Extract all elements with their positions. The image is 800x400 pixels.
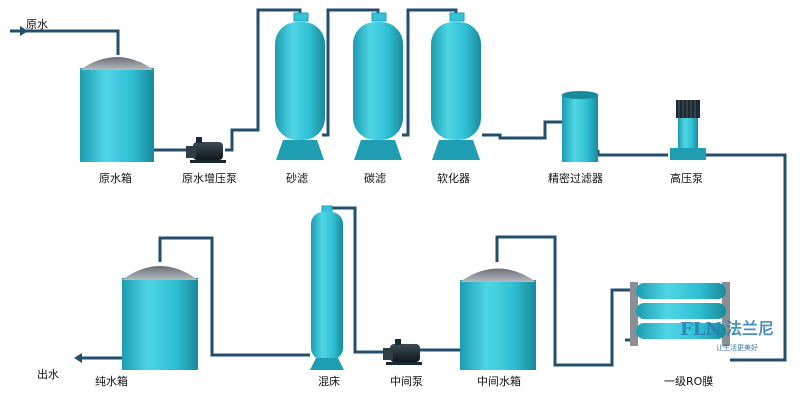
- sand-filter-vessel: [275, 12, 325, 160]
- mixed-bed-vessel: [310, 205, 344, 370]
- watermark-cn: 法兰尼: [726, 319, 774, 338]
- brand-watermark: FLN 法兰尼 让生活更美好: [680, 319, 774, 352]
- label-raw-water-tank: 原水箱: [99, 171, 132, 185]
- pipe-softener-to-precision: [482, 120, 565, 140]
- intermediate-pump: [383, 339, 422, 365]
- pipes: [10, 8, 787, 367]
- label-carbon-filter: 碳滤: [364, 171, 386, 185]
- label-raw-booster-pump: 原水增压泵: [182, 171, 237, 185]
- high-pressure-pump: [670, 100, 706, 160]
- pipe-booster-to-sand: [225, 8, 302, 152]
- intermediate-water-tank: [460, 268, 536, 370]
- label-water-out: 出水: [37, 367, 59, 381]
- precision-filter-vessel: [562, 91, 598, 162]
- softener-vessel: [431, 12, 481, 160]
- inlet-arrow-icon: [20, 26, 28, 36]
- pipe-hp-to-ro: [705, 153, 787, 362]
- raw-water-tank: [80, 57, 154, 162]
- raw-booster-pump: [186, 137, 226, 163]
- pipe-raw-inlet: [10, 29, 120, 55]
- label-high-pressure-pump: 高压泵: [670, 171, 703, 185]
- ro-membrane-rack: [630, 282, 730, 346]
- pipe-precision-to-hp: [596, 150, 668, 157]
- watermark-slogan: 让生活更美好: [716, 343, 758, 352]
- carbon-filter-vessel: [353, 12, 403, 160]
- pure-water-tank: [122, 266, 198, 370]
- labels: 原水 原水箱 原水增压泵 砂滤 碳滤 软化器 精密过滤器 高压泵 一级RO膜 中…: [26, 18, 713, 388]
- pipe-mixedbed-to-pure: [158, 236, 310, 357]
- label-mixed-bed: 混床: [318, 374, 340, 388]
- label-intermediate-pump: 中间泵: [390, 375, 423, 388]
- label-ro-membrane: 一级RO膜: [664, 375, 713, 388]
- pipe-ro-to-intermediate: [495, 235, 630, 367]
- label-intermediate-tank: 中间水箱: [477, 374, 521, 388]
- label-raw-water-in: 原水: [26, 18, 48, 31]
- watermark-brand: FLN: [680, 319, 722, 340]
- pipe-pump-to-mixedbed: [330, 206, 385, 354]
- label-pure-water-tank: 纯水箱: [95, 374, 128, 388]
- label-softener: 软化器: [437, 171, 470, 185]
- label-precision-filter: 精密过滤器: [548, 171, 603, 185]
- outlet-arrow-icon: [74, 353, 82, 363]
- label-sand-filter: 砂滤: [286, 172, 308, 185]
